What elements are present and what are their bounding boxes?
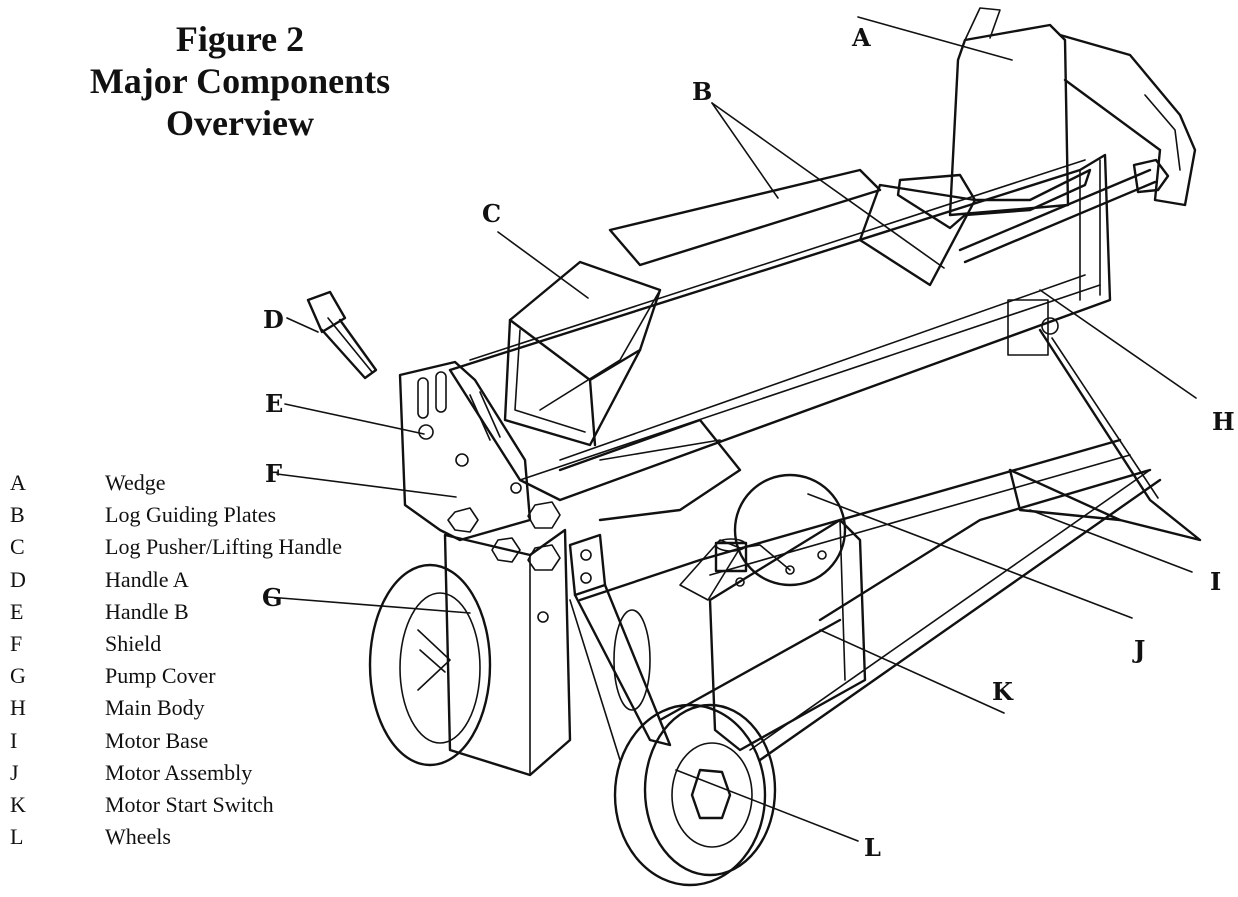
callout-k: K [992,677,1014,706]
legend-row-i: I Motor Base [10,725,342,757]
legend-name: Motor Assembly [105,759,253,785]
legend-row-h: H Main Body [10,692,342,724]
legend-key: C [10,534,25,560]
title-line-2: Major Components [89,61,391,101]
legend-row-j: J Motor Assembly [10,757,342,789]
callout-c: C [482,199,501,228]
legend-name: Handle A [105,566,189,592]
legend-key: J [10,759,19,785]
callout-g: G [262,583,283,612]
legend-row-e: E Handle B [10,596,342,628]
legend-name: Wedge [105,470,166,496]
callouts: A B C D E F G H I J K L [262,23,1235,862]
legend-name: Log Guiding Plates [105,502,277,528]
wheel-left [368,563,492,767]
legend-key: H [10,695,26,721]
front-bracket [568,533,672,747]
legend-key: L [10,824,24,850]
main-body-beam [448,153,1112,502]
legend-key: G [10,663,26,689]
components-legend: A Wedge B Log Guiding Plates C Log Pusher/L… [10,467,342,853]
legend-row-d: D Handle A [10,564,342,596]
figure-title: Figure 2 Major Components Overview [60,18,420,144]
legend-name: Motor Start Switch [105,791,274,817]
callout-i: I [1210,567,1221,596]
title-line-1: Figure 2 [175,19,305,59]
callout-b: B [692,77,712,106]
callout-d: D [263,305,284,334]
legend-name: Log Pusher/Lifting Handle [105,534,343,560]
legend-key: A [10,470,26,496]
legend-row-l: L Wheels [10,821,342,853]
legend-name: Motor Base [105,727,209,753]
main-body-rod [958,158,1170,264]
title-line-3: Overview [166,103,314,143]
legend-row-k: K Motor Start Switch [10,789,342,821]
legend-key: B [10,502,25,528]
log-guiding-plates [608,168,1092,287]
callout-l: L [864,833,881,862]
legend-key: D [10,566,26,592]
legend-name: Main Body [105,695,205,721]
callout-e: E [265,389,283,418]
motor-assembly [613,473,867,752]
motor-start-switch [714,538,748,573]
callout-j: J [1132,635,1145,664]
legend-row-f: F Shield [10,628,342,660]
handle-a [306,290,378,380]
legend-key: K [10,791,26,817]
legend-key: E [10,598,24,624]
legend-name: Pump Cover [105,663,216,689]
wedge [948,7,1197,217]
motor-base-frame [569,328,1202,762]
legend-name: Shield [105,631,162,657]
legend-row-g: G Pump Cover [10,660,342,692]
legend-row-c: C Log Pusher/Lifting Handle [10,531,342,563]
legend-key: F [10,631,23,657]
wheel-front [613,703,777,887]
shield [398,360,561,571]
callout-h: H [1212,407,1235,436]
legend-row-a: A Wedge [10,467,342,499]
leader-lines [267,16,1197,842]
legend-key: I [10,727,18,753]
callout-a: A [851,23,871,52]
pump-cover [443,528,572,777]
log-pusher [503,260,742,522]
legend-name: Wheels [105,824,171,850]
callout-f: F [265,459,282,488]
legend-name: Handle B [105,598,189,624]
legend-row-b: B Log Guiding Plates [10,499,342,531]
